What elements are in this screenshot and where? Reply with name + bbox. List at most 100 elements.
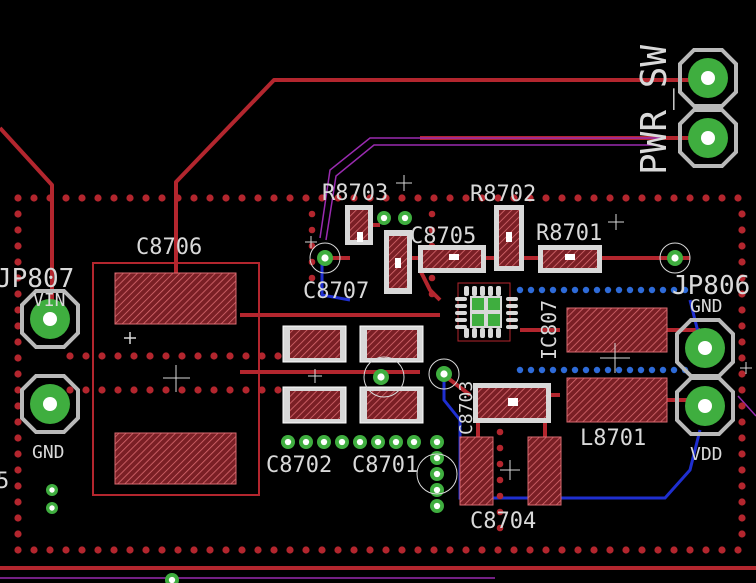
bottom-via <box>549 286 557 294</box>
ic-pin-pad[interactable] <box>496 286 501 296</box>
stitch-via <box>82 352 90 360</box>
stitch-via <box>82 386 90 394</box>
stitch-via <box>98 352 106 360</box>
stitch-via <box>496 428 504 436</box>
stitch-via <box>242 352 250 360</box>
ic-pin-pad[interactable] <box>455 318 467 322</box>
jp807-pin-gnd[interactable] <box>20 374 80 434</box>
c8702-footprint[interactable] <box>282 325 347 424</box>
c8701-footprint[interactable] <box>359 325 424 424</box>
ic-pin-pad[interactable] <box>455 325 467 329</box>
label-c8707: C8707 <box>303 279 369 304</box>
stitch-via <box>78 546 86 554</box>
stitch-via <box>222 194 230 202</box>
bottom-via <box>527 286 535 294</box>
stitch-via <box>526 546 534 554</box>
stitch-via <box>14 514 22 522</box>
stitch-via <box>14 530 22 538</box>
via-drill <box>302 438 310 446</box>
stitch-via <box>94 194 102 202</box>
stitch-via <box>334 194 342 202</box>
ic-pin-pad[interactable] <box>496 328 501 338</box>
ic-pin-pad[interactable] <box>506 304 518 308</box>
r8702-footprint[interactable] <box>494 205 524 271</box>
stitch-via <box>126 194 134 202</box>
label-ic807: IC807 <box>537 300 561 360</box>
stitch-via <box>254 546 262 554</box>
c8705-footprint[interactable] <box>418 245 486 273</box>
stitch-via <box>414 194 422 202</box>
stitch-via <box>738 386 746 394</box>
c8707-footprint[interactable] <box>384 230 412 294</box>
stitch-via <box>62 194 70 202</box>
stitch-via <box>350 546 358 554</box>
ic-pin-pad[interactable] <box>455 297 467 301</box>
ic-pin-pad[interactable] <box>455 304 467 308</box>
ic-pin-pad[interactable] <box>506 297 518 301</box>
ic-pin-pad[interactable] <box>506 311 518 315</box>
l8701-footprint[interactable] <box>566 307 668 423</box>
stitch-via <box>738 258 746 266</box>
bottom-via <box>516 366 524 374</box>
jp806-pin-vdd[interactable] <box>675 376 735 436</box>
stitch-via <box>14 290 22 298</box>
bottom-via <box>538 286 546 294</box>
pwr-sw-pin-1[interactable] <box>678 48 738 108</box>
stitch-via <box>66 386 74 394</box>
c8706-pad-top[interactable] <box>114 272 237 325</box>
r8703-footprint[interactable] <box>345 205 373 245</box>
via-drill <box>374 438 382 446</box>
pwr-sw-pin-2[interactable] <box>678 108 738 168</box>
c8706-pad-bottom[interactable] <box>114 432 237 485</box>
stitch-via <box>14 370 22 378</box>
silkscreen-labels: PWR_SW JP807 VIN GND 5 C8706 R8703 C8707… <box>0 45 750 534</box>
ic-pin-pad[interactable] <box>488 328 493 338</box>
stitch-via <box>606 546 614 554</box>
stitch-via <box>14 258 22 266</box>
ic-pin-pad[interactable] <box>464 328 469 338</box>
ic-pin-pad[interactable] <box>464 286 469 296</box>
origin-cross-icons <box>305 175 752 374</box>
stitch-via <box>738 434 746 442</box>
ic-pin-pad[interactable] <box>480 328 485 338</box>
ic-pin-pad[interactable] <box>480 286 485 296</box>
ic-pin-pad[interactable] <box>506 318 518 322</box>
ic-pin-pad[interactable] <box>455 311 467 315</box>
ic-pin-pad[interactable] <box>472 328 477 338</box>
via-drill <box>49 505 55 511</box>
stitch-via <box>654 546 662 554</box>
stitch-via <box>318 194 326 202</box>
label-jp806: JP806 <box>672 271 750 301</box>
c8706-outline <box>92 262 260 496</box>
bottom-via <box>626 286 634 294</box>
stitch-via <box>130 352 138 360</box>
ic807-footprint[interactable] <box>455 282 518 342</box>
jp806-pin-gnd[interactable] <box>675 318 735 378</box>
label-c8703: C8703 <box>456 381 477 435</box>
jp807-pin-vin[interactable] <box>20 289 80 349</box>
bottom-via <box>582 286 590 294</box>
c8703-footprint[interactable] <box>473 383 551 423</box>
ic-pin-pad[interactable] <box>472 286 477 296</box>
stitch-via <box>496 508 504 516</box>
stitch-via <box>686 194 694 202</box>
ic-pin-pad[interactable] <box>488 286 493 296</box>
stitch-via <box>496 492 504 500</box>
via-drill <box>377 373 385 381</box>
stitch-via <box>558 194 566 202</box>
ic-pin-pad[interactable] <box>506 325 518 329</box>
bottom-via <box>527 366 535 374</box>
stitch-via <box>14 466 22 474</box>
r8701-footprint[interactable] <box>538 245 602 273</box>
bottom-via <box>538 366 546 374</box>
bottom-via <box>549 366 557 374</box>
bottom-via <box>615 286 623 294</box>
c8704-footprint[interactable] <box>459 436 562 506</box>
stitch-via <box>308 226 316 234</box>
stitch-via <box>286 546 294 554</box>
stitch-via <box>428 290 436 298</box>
via-drill <box>284 438 292 446</box>
stitch-via <box>242 386 250 394</box>
stitch-via <box>162 352 170 360</box>
